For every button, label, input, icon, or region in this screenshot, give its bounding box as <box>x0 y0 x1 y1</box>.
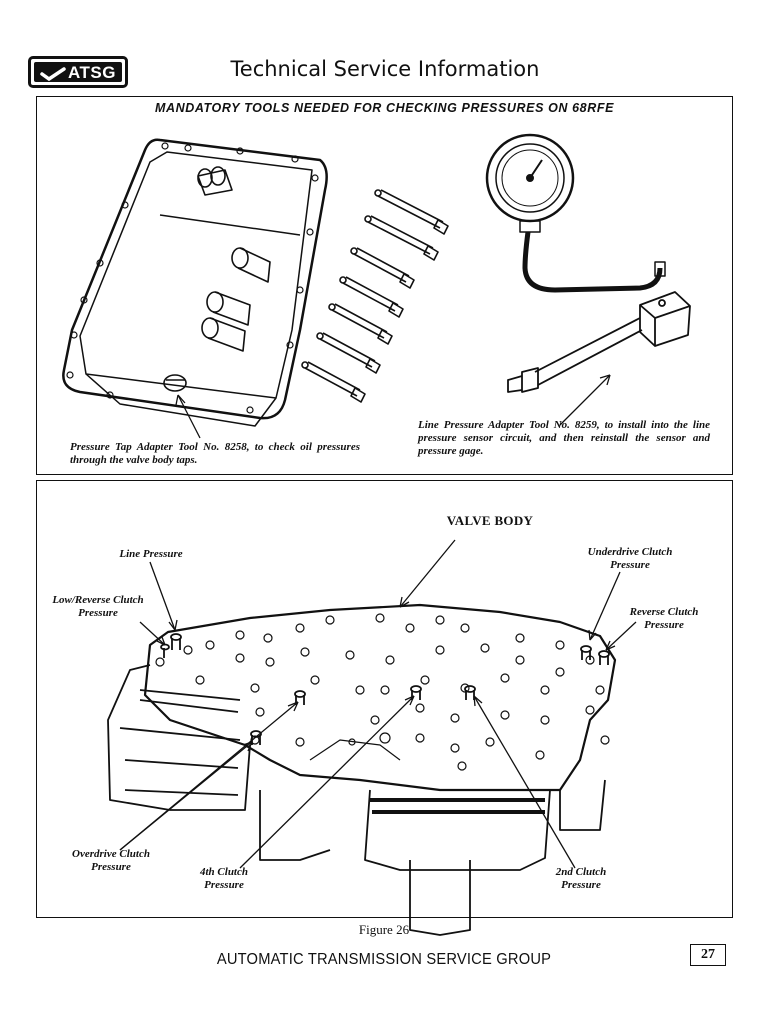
oil-pan-drawing <box>62 138 328 427</box>
pressure-gauge-drawing <box>485 133 666 293</box>
logo-text: ATSG <box>68 63 116 82</box>
line-adapter-caption: Line Pressure Adapter Tool No. 8259, to … <box>418 419 710 457</box>
reverse-label: Reverse Clutch Pressure <box>629 606 699 631</box>
tap-adapter-tools-drawing <box>301 189 449 403</box>
overdrive-label: Overdrive Clutch Pressure <box>72 848 150 873</box>
footer-org: AUTOMATIC TRANSMISSION SERVICE GROUP <box>216 951 552 968</box>
atsg-logo: ATSG <box>28 56 128 88</box>
underdrive-label: Underdrive Clutch Pressure <box>587 546 673 571</box>
valve-body-title: VALVE BODY <box>446 513 534 528</box>
page-title: Technical Service Information <box>230 57 540 81</box>
line-pressure-adapter-drawing <box>507 291 691 393</box>
top-panel-pointers <box>175 374 611 439</box>
tap-adapter-caption: Pressure Tap Adapter Tool No. 8258, to c… <box>70 441 360 466</box>
tools-panel <box>36 96 733 475</box>
valve-body-panel <box>36 480 733 918</box>
fourth-clutch-label: 4th Clutch Pressure <box>200 866 248 891</box>
checkmark-logo-icon <box>40 67 66 81</box>
tools-heading: MANDATORY TOOLS NEEDED FOR CHECKING PRES… <box>154 101 615 115</box>
second-clutch-label: 2nd Clutch Pressure <box>555 866 607 891</box>
page-number: 27 <box>690 944 726 966</box>
valve-body-drawing <box>107 603 617 936</box>
line-pressure-label: Line Pressure <box>119 548 183 560</box>
valve-body-pointers <box>119 539 637 869</box>
figure-caption: Figure 26 <box>358 922 410 937</box>
low-reverse-label: Low/Reverse Clutch Pressure <box>52 594 144 619</box>
